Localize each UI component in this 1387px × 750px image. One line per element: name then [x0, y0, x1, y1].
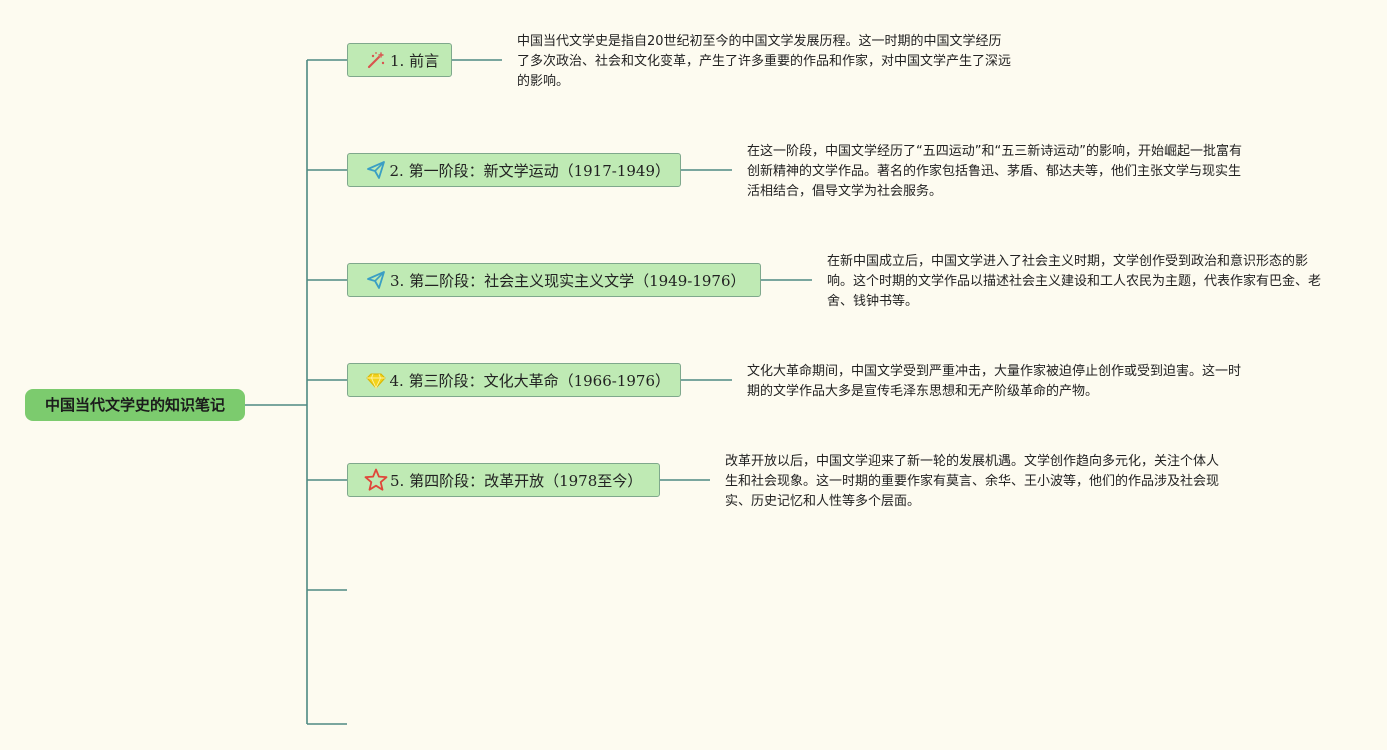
topic-2-new-literature[interactable]: 2. 第一阶段：新文学运动（1917-1949） [347, 153, 681, 187]
star-icon [364, 468, 388, 492]
root-topic[interactable]: 中国当代文学史的知识笔记 [25, 389, 245, 421]
topic-1-intro[interactable]: 1. 前言 [347, 43, 452, 77]
paper-plane-icon [364, 158, 388, 182]
topic-3-description: 在新中国成立后，中国文学进入了社会主义时期，文学创作受到政治和意识形态的影响。这… [827, 254, 1322, 309]
topic-1-description: 中国当代文学史是指自20世纪初至今的中国文学发展历程。这一时期的中国文学经历了多… [517, 34, 1012, 89]
diamond-icon [364, 368, 388, 392]
topic-2-label: 2. 第一阶段：新文学运动（1917-1949） [389, 161, 671, 180]
topic-4-description: 文化大革命期间，中国文学受到严重冲击，大量作家被迫停止创作或受到迫害。这一时期的… [747, 364, 1242, 399]
topic-2-description: 在这一阶段，中国文学经历了“五四运动”和“五三新诗运动”的影响，开始崛起一批富有… [747, 144, 1242, 199]
topic-3-socialist-realism[interactable]: 3. 第二阶段：社会主义现实主义文学（1949-1976） [347, 263, 761, 297]
topic-1-label: 1. 前言 [390, 51, 440, 70]
topic-4-cultural-revolution[interactable]: 4. 第三阶段：文化大革命（1966-1976） [347, 363, 681, 397]
paper-plane-icon [364, 268, 388, 292]
magic-wand-icon [364, 48, 388, 72]
topic-5-description: 改革开放以后，中国文学迎来了新一轮的发展机遇。文学创作趋向多元化，关注个体人生和… [725, 454, 1220, 509]
topic-3-label: 3. 第二阶段：社会主义现实主义文学（1949-1976） [390, 271, 746, 290]
topic-5-reform-opening[interactable]: 5. 第四阶段：改革开放（1978至今） [347, 463, 660, 497]
topic-4-label: 4. 第三阶段：文化大革命（1966-1976） [389, 371, 671, 390]
topic-5-label: 5. 第四阶段：改革开放（1978至今） [390, 471, 643, 490]
